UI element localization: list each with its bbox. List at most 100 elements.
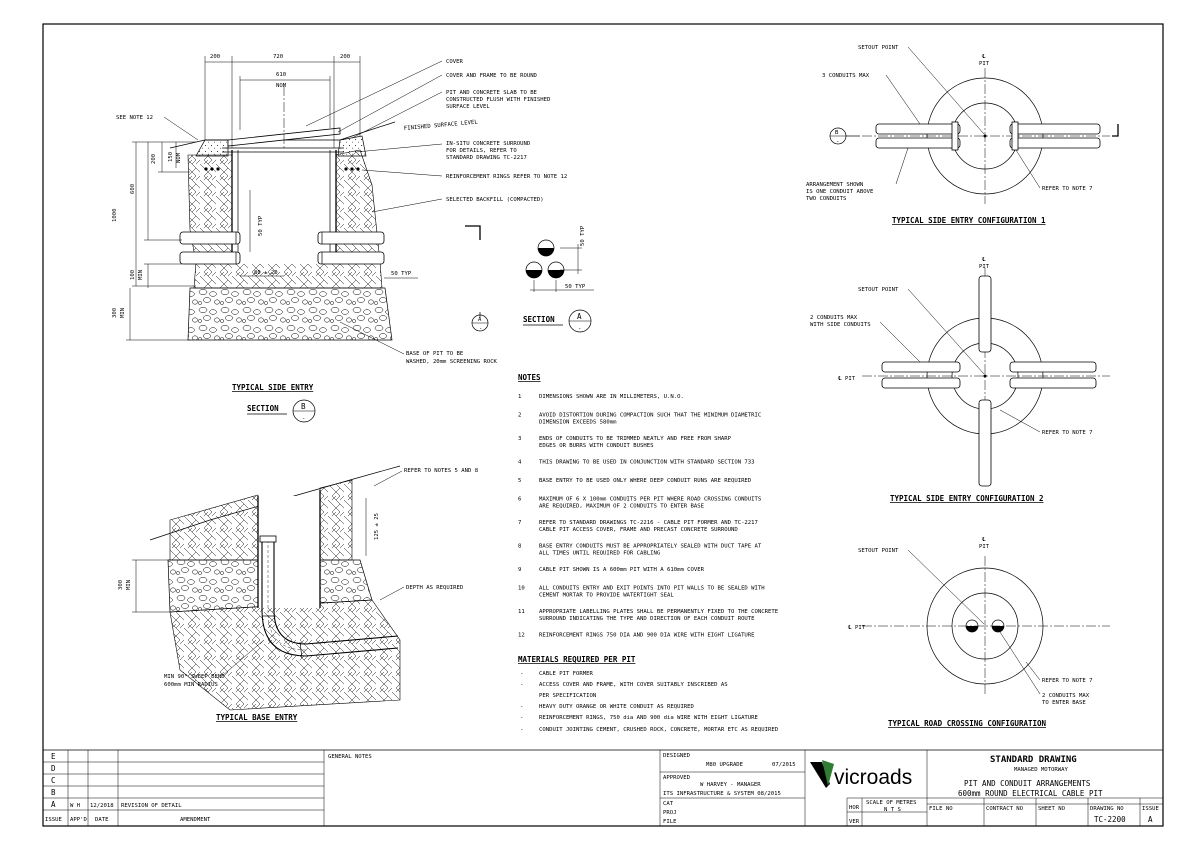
callout-pit-slab-2: CONSTRUCTED FLUSH WITH FINISHED — [446, 97, 551, 103]
note-number: 7 — [518, 520, 521, 526]
scale-label: SCALE OF METRES — [866, 800, 917, 806]
section-a-label: SECTION — [523, 315, 555, 324]
h-amend: AMENDMENT — [180, 817, 211, 823]
drawing-no-value: TC-2200 — [1094, 815, 1126, 824]
note-text: CABLE PIT ACCESS COVER, FRAME AND PRECAS… — [539, 527, 738, 533]
note-text: BASE ENTRY TO BE USED ONLY WHERE DEEP CO… — [539, 478, 752, 484]
title-line-1: PIT AND CONDUIT ARRANGEMENTS — [964, 779, 1091, 788]
dim-300: 300 — [112, 308, 118, 318]
materials-section: MATERIALS REQUIRED PER PIT -CABLE PIT FO… — [518, 655, 779, 733]
materials-list: -CABLE PIT FORMER-ACCESS COVER AND FRAME… — [520, 671, 779, 733]
sec-a-dim-50typ-v: 50 TYP — [580, 225, 586, 246]
managed-motorway: MANAGED MOTORWAY — [1014, 767, 1069, 773]
general-notes: GENERAL NOTES — [328, 754, 372, 760]
file-label: FILE — [663, 819, 677, 825]
cfg1-setout: SETOUT POINT — [858, 45, 899, 51]
note-number: 8 — [518, 544, 522, 550]
cfg2-setout: SETOUT POINT — [858, 287, 899, 293]
base-refer: REFER TO NOTES 5 AND 8 — [404, 468, 479, 474]
dim-nom-v: NOM — [176, 152, 182, 163]
cfg2-max2: WITH SIDE CONDUITS — [810, 322, 871, 328]
cfg2-title: TYPICAL SIDE ENTRY CONFIGURATION 2 — [890, 494, 1044, 503]
cfg1-marker-dash: - — [836, 139, 839, 145]
note-text: BASE ENTRY CONDUITS MUST BE APPROPRIATEL… — [539, 544, 762, 550]
cat-label: CAT — [663, 801, 674, 807]
note-number: 11 — [518, 609, 525, 615]
note-number: 9 — [518, 567, 521, 573]
cfg1-marker-letter: B — [835, 130, 839, 136]
callout-base-2: WASHED, 20mm SCREENING ROCK — [406, 359, 498, 365]
dim-600: 600 — [130, 184, 136, 194]
sec-a-marker-letter: A — [478, 317, 482, 323]
section-b-dash: - — [302, 416, 305, 422]
issue-row-date: 12/2018 — [90, 803, 114, 809]
material-bullet: - — [520, 715, 523, 721]
proj-label: PROJ — [663, 810, 676, 816]
cfg3-cl: ℄ — [981, 537, 986, 543]
cfg3-refer: REFER TO NOTE 7 — [1042, 678, 1093, 684]
note-text: ENDS OF CONDUITS TO BE TRIMMED NEATLY AN… — [539, 436, 732, 442]
callout-insitu-3: STANDARD DRAWING TC-2217 — [446, 155, 527, 161]
base-dim-min: MIN — [126, 580, 132, 590]
issue-row-amend: REVISION OF DETAIL — [121, 803, 182, 809]
callout-pit-slab-3: SURFACE LEVEL — [446, 104, 490, 110]
hor-label: HOR — [849, 805, 860, 811]
callout-cover-frame: COVER AND FRAME TO BE ROUND — [446, 73, 538, 79]
sheet-no: SHEET NO — [1038, 806, 1066, 812]
note-text: THIS DRAWING TO BE USED IN CONJUNCTION W… — [539, 460, 755, 466]
callout-base-1: BASE OF PIT TO BE — [406, 351, 464, 357]
note-text: APPROPRIATE LABELLING PLATES SHALL BE PE… — [539, 609, 779, 615]
material-item: PER SPECIFICATION — [539, 693, 596, 699]
sheet-border — [42, 23, 1164, 827]
see-note-12: SEE NOTE 12 — [116, 115, 153, 121]
section-b-label: SECTION — [247, 404, 279, 413]
note-number: 1 — [518, 394, 521, 400]
section-b-letter: B — [301, 402, 306, 411]
section-a-dash: - — [578, 326, 581, 332]
cfg3-setout: SETOUT POINT — [858, 548, 899, 554]
cfg2-cl-pit: ℄ PIT — [837, 376, 856, 382]
cfg1-arr1: ARRANGEMENT SHOWN — [806, 182, 863, 188]
issue-row-letter: D — [51, 764, 56, 773]
material-item: HEAVY DUTY ORANGE OR WHITE CONDUIT AS RE… — [539, 704, 695, 710]
issue-row-appd: W H — [70, 803, 80, 809]
note-number: 12 — [518, 633, 525, 639]
designed-label: DESIGNED — [663, 753, 691, 759]
approved-value-2: ITS INFRASTRUCTURE & SYSTEM 08/2015 — [663, 791, 781, 797]
materials-title: MATERIALS REQUIRED PER PIT — [518, 655, 636, 664]
cfg2-max1: 2 CONDUITS MAX — [810, 315, 858, 321]
vicroads-logo: vicroads — [810, 760, 912, 789]
base-bend-2: 600mm MIN RADIUS — [164, 682, 218, 688]
material-item: REINFORCEMENT RINGS, 750 dia AND 900 dia… — [539, 715, 759, 721]
standard-drawing: STANDARD DRAWING — [990, 755, 1077, 765]
config2-detail: ℄ PIT SETOUT POINT 2 CONDUITS MAX WITH S… — [810, 257, 1110, 503]
cfg3-cl-pit: ℄ PIT — [847, 625, 866, 631]
note-text: ALL CONDUITS ENTRY AND EXIT POINTS INTO … — [539, 586, 765, 592]
ver-label: VER — [849, 819, 860, 825]
logo-text: vicroads — [834, 766, 912, 789]
note-text: AVOID DISTORTION DURING COMPACTION SUCH … — [539, 413, 761, 419]
title-line-2: 600mm ROUND ELECTRICAL CABLE PIT — [958, 789, 1103, 798]
scale-value: N T S — [884, 807, 901, 813]
dim-1000: 1000 — [112, 209, 118, 222]
approved-value: W HARVEY - MANAGER — [700, 782, 761, 788]
base-dim-300: 300 — [118, 580, 124, 590]
designed-date: 07/2015 — [772, 762, 796, 768]
side-entry-title: TYPICAL SIDE ENTRY — [232, 383, 314, 392]
note-text: ALL TIMES UNTIL REQUIRED FOR CABLING — [539, 551, 661, 557]
note-text: REINFORCEMENT RINGS 750 DIA AND 900 DIA … — [539, 633, 755, 639]
h-appd: APP'D — [70, 817, 87, 823]
dim-150: 150 — [168, 152, 174, 162]
dim-50typ-v: 50 TYP — [258, 215, 264, 236]
note-text: CABLE PIT SHOWN IS A 600mm PIT WITH A 61… — [539, 567, 705, 573]
section-a-letter: A — [577, 312, 582, 321]
base-entry-detail: REFER TO NOTES 5 AND 8 125 ± 25 300 MIN … — [118, 465, 479, 722]
cfg3-title: TYPICAL ROAD CROSSING CONFIGURATION — [888, 719, 1047, 728]
material-bullet: - — [520, 704, 523, 710]
file-no: FILE NO — [929, 806, 953, 812]
cfg1-title: TYPICAL SIDE ENTRY CONFIGURATION 1 — [892, 216, 1046, 225]
